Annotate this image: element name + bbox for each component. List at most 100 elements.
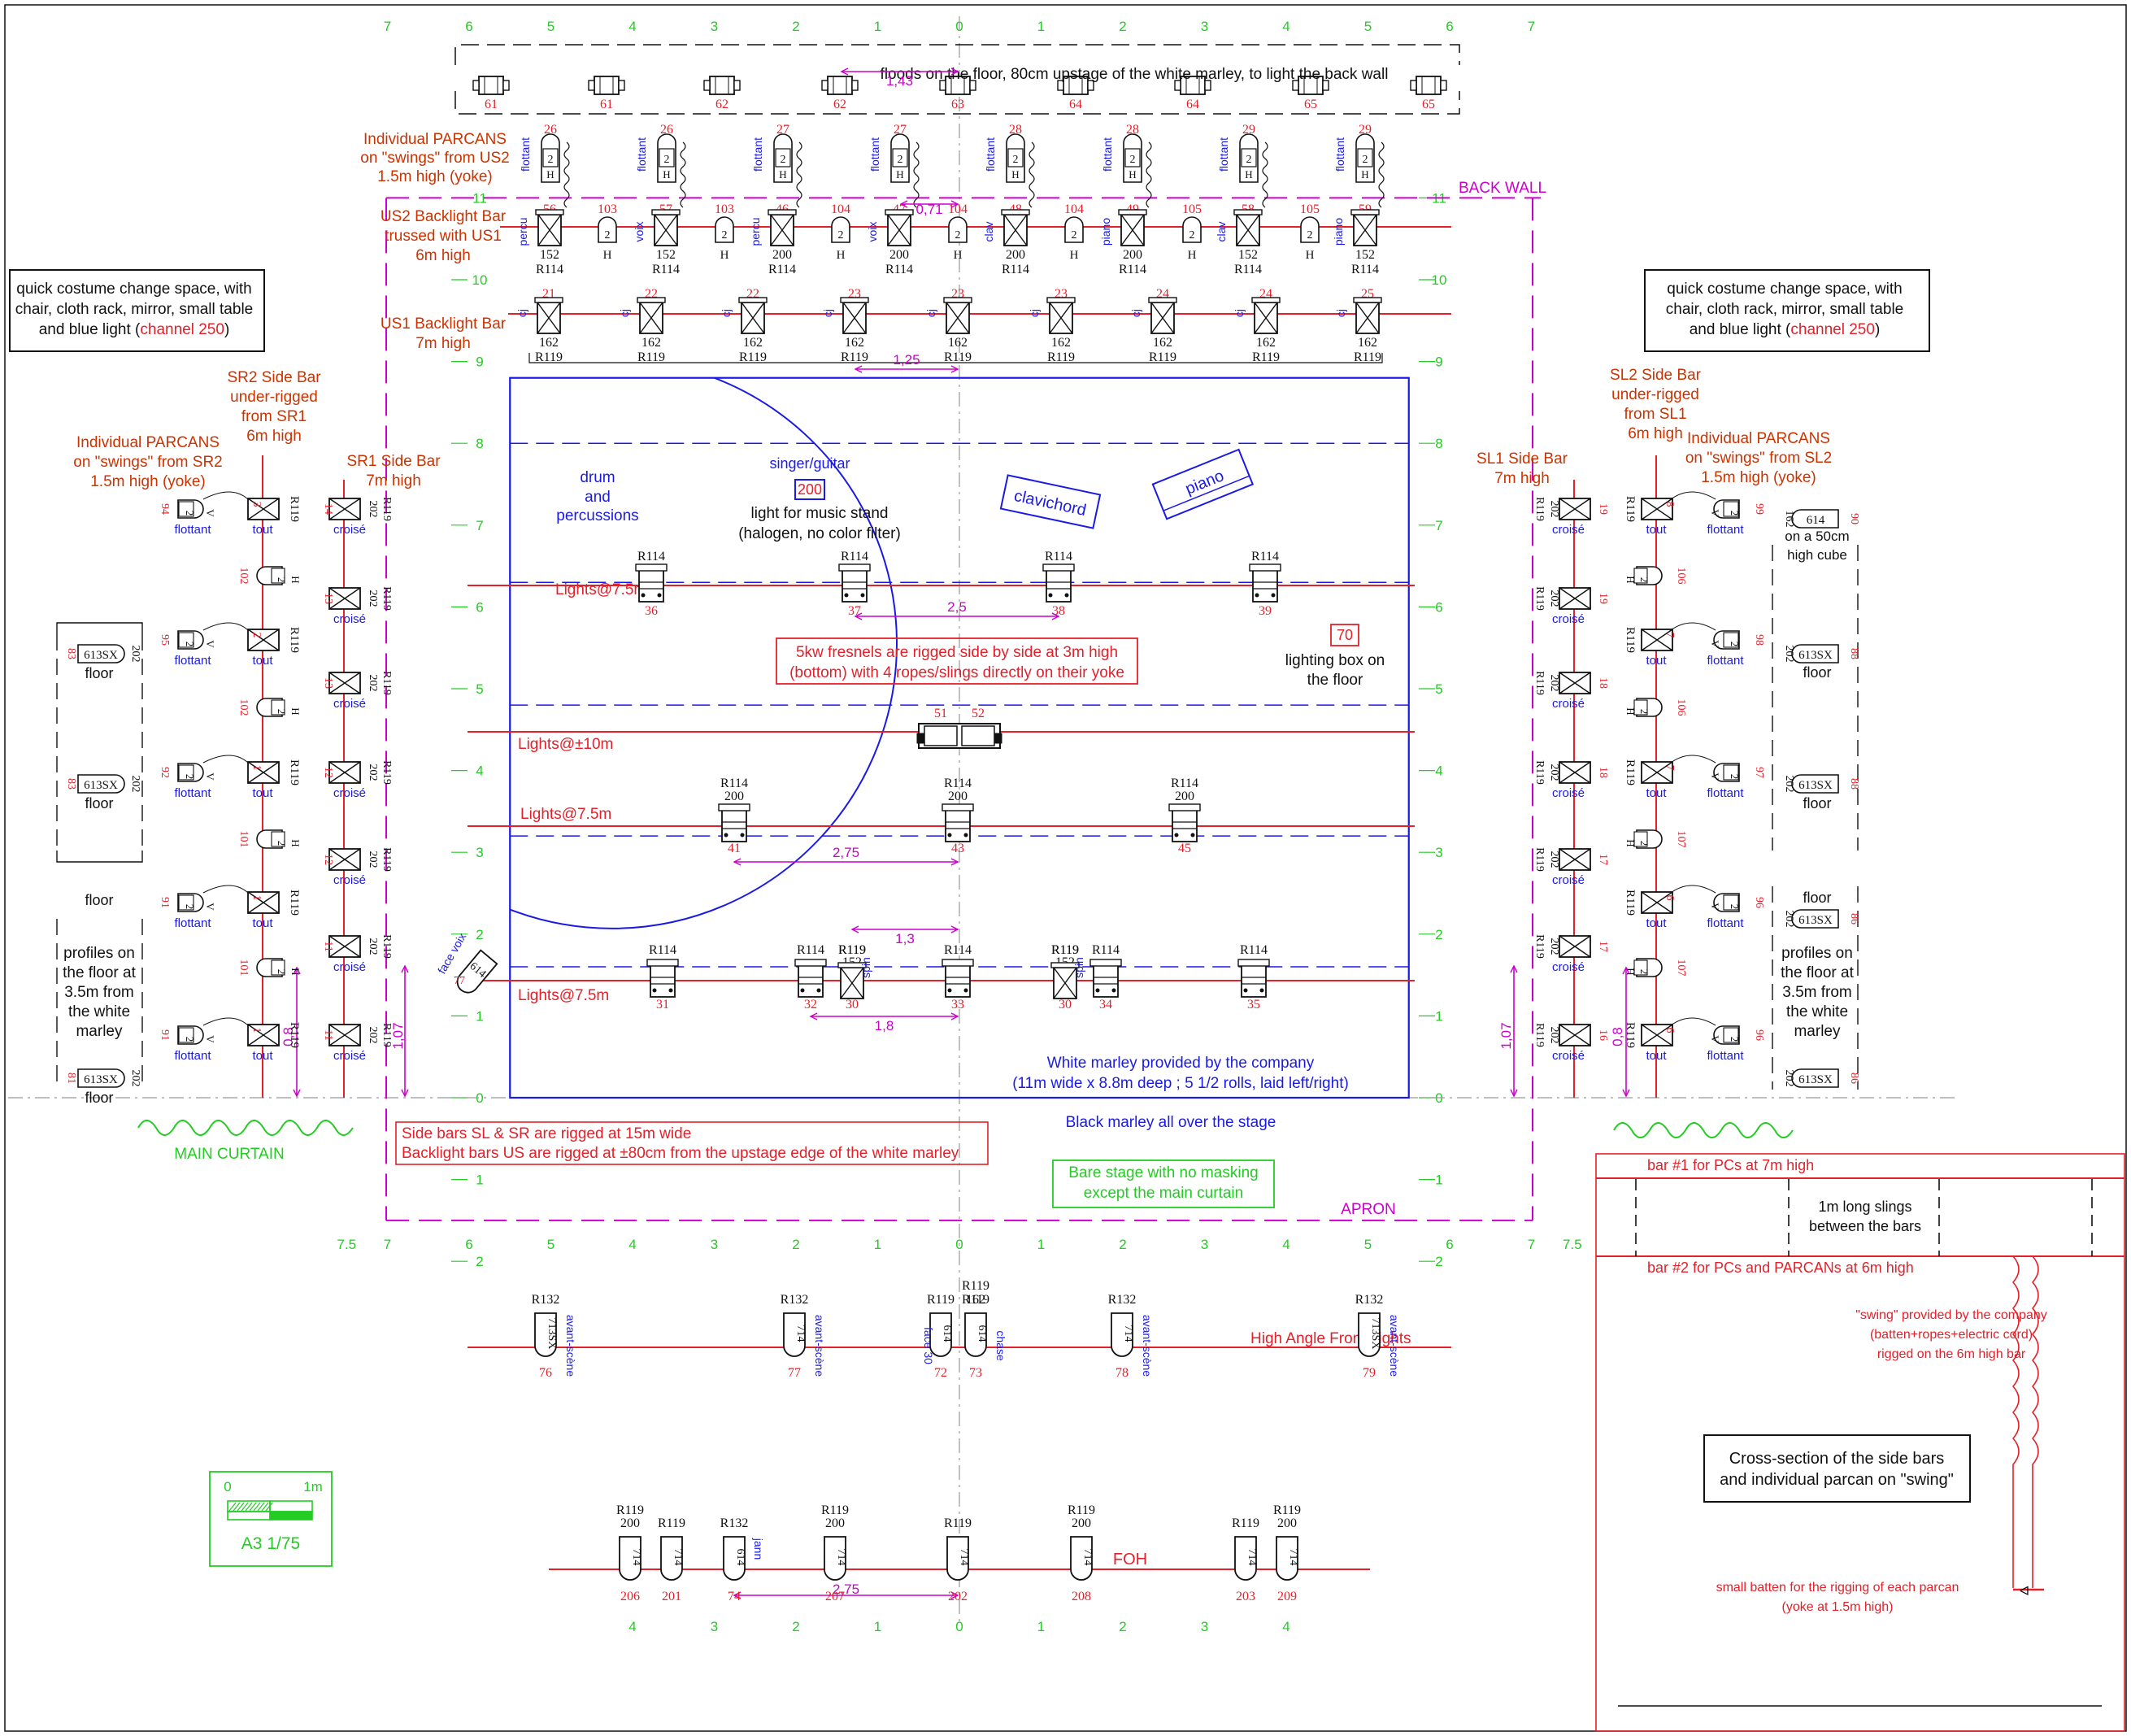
swing-channel: 95 bbox=[159, 634, 171, 646]
swing-rope bbox=[1262, 141, 1268, 208]
par-h: H bbox=[289, 968, 302, 975]
individual-parcans-us2-label: Individual PARCANS bbox=[363, 131, 507, 148]
pc-lens bbox=[651, 209, 681, 215]
floor-size: 202 bbox=[1783, 911, 1795, 928]
us2-par-h: H bbox=[1188, 249, 1197, 262]
flood-cap bbox=[1174, 80, 1181, 91]
flood-cap bbox=[1087, 80, 1094, 91]
us2-par-size: 2 bbox=[1307, 229, 1313, 241]
sr1-colour: R119 bbox=[381, 671, 393, 695]
flottant-tag: flottant bbox=[1707, 916, 1744, 930]
scale-1m: 1m bbox=[303, 1479, 323, 1495]
sr1-label: SR1 Side Bar bbox=[346, 453, 441, 470]
fresnel-dot bbox=[668, 988, 673, 993]
flood-cap bbox=[1292, 80, 1299, 91]
left-grid-number: 2 bbox=[476, 927, 483, 942]
croise-tag: croisé bbox=[333, 786, 366, 800]
profile-fixture bbox=[946, 1536, 969, 1581]
tout-tag: tout bbox=[1646, 654, 1667, 668]
sl2-colour: R119 bbox=[1624, 1022, 1637, 1048]
dimension-label: 1,43 bbox=[886, 73, 913, 89]
arrow-head bbox=[1510, 1089, 1518, 1098]
pc-lens bbox=[1233, 209, 1263, 215]
swing-channel: 29 bbox=[1359, 123, 1372, 137]
cs-slings-label: between the bars bbox=[1809, 1218, 1921, 1234]
curtain-wave bbox=[137, 1120, 354, 1136]
top-grid-number: 3 bbox=[1201, 19, 1208, 34]
right-grid-number: 8 bbox=[1435, 436, 1442, 451]
floor-profile bbox=[77, 644, 125, 664]
us2-bar-label: 6m high bbox=[415, 247, 471, 264]
us1-size: 162 bbox=[1153, 336, 1172, 350]
us2-pc-size: 200 bbox=[1123, 248, 1142, 262]
foh-type: 714 bbox=[958, 1549, 970, 1566]
flood-cap bbox=[733, 80, 741, 91]
side-pc-cross bbox=[328, 587, 361, 610]
arrow-head bbox=[950, 200, 959, 208]
flood-channel: 62 bbox=[715, 98, 728, 111]
side-pc-cross bbox=[328, 848, 361, 871]
sl2-colour: R119 bbox=[1624, 759, 1637, 785]
foh-colour: R119 bbox=[1068, 1503, 1095, 1517]
swing-box bbox=[892, 148, 908, 168]
us2-par-channel: 104 bbox=[1064, 202, 1084, 216]
stage-fixture-colour: R119 bbox=[1051, 943, 1079, 957]
sr1-channel: 14 bbox=[322, 503, 334, 515]
main-curtain: MAIN CURTAIN bbox=[137, 1120, 1794, 1163]
us2-par-h: H bbox=[720, 249, 729, 262]
flood-body bbox=[478, 76, 504, 95]
ha-size: 162 bbox=[966, 1293, 985, 1307]
sr1-size: 202 bbox=[367, 851, 379, 868]
right-grid-number: 5 bbox=[1435, 681, 1442, 697]
left-grid-number: 0 bbox=[476, 1090, 483, 1106]
swing-rope bbox=[202, 755, 249, 764]
us1-colour: R119 bbox=[739, 350, 767, 364]
tout-tag: tout bbox=[1646, 786, 1667, 800]
arrow-head bbox=[293, 1089, 301, 1098]
profile-fixture bbox=[824, 1536, 846, 1581]
fresnel-dot bbox=[1255, 593, 1259, 598]
scale-bar bbox=[269, 1500, 313, 1512]
dimension-label: 0,71 bbox=[915, 202, 942, 217]
fresnel-lens bbox=[1042, 563, 1075, 572]
flood-cap bbox=[939, 80, 946, 91]
top-grid-number: 3 bbox=[711, 19, 718, 34]
quick-change-part: ) bbox=[1875, 321, 1880, 338]
flood-cap bbox=[1204, 80, 1211, 91]
scale-hatch bbox=[237, 1502, 245, 1512]
sl2-label: from SL1 bbox=[1624, 406, 1686, 423]
flood-cap bbox=[851, 80, 859, 91]
croise-tag: croisé bbox=[1552, 786, 1585, 800]
foh-channel: 206 bbox=[620, 1590, 640, 1603]
sr2-channel: 101 bbox=[237, 959, 250, 977]
individual-parcans-sl2-label: on "swings" from SL2 bbox=[1685, 450, 1832, 467]
swing-box bbox=[178, 501, 194, 517]
music-stand-label: (halogen, no color filter) bbox=[738, 525, 901, 542]
black-marley-label: Black marley all over the stage bbox=[1066, 1114, 1276, 1131]
swing-box bbox=[659, 148, 675, 168]
ha-colour: R132 bbox=[532, 1293, 560, 1307]
scale-hatch bbox=[265, 1502, 273, 1512]
swing-channel: 91 bbox=[159, 1029, 171, 1041]
par-box bbox=[1633, 959, 1648, 976]
swing-h: H bbox=[896, 168, 903, 181]
foh-type: 714 bbox=[1246, 1549, 1258, 1566]
flood-cap bbox=[588, 80, 595, 91]
profiles-label: marley bbox=[1794, 1023, 1841, 1040]
stage-fixture-colour: R119 bbox=[838, 943, 866, 957]
scale-bar bbox=[227, 1511, 271, 1521]
sl1-colour: R119 bbox=[1533, 586, 1546, 611]
floor-profile-type: 613SX bbox=[1798, 779, 1833, 792]
top-grid-number: 4 bbox=[1282, 19, 1289, 34]
sr1-colour: R119 bbox=[381, 760, 393, 785]
par-h: H bbox=[1624, 576, 1637, 583]
us2-par-size: 2 bbox=[955, 229, 961, 241]
us2-pc-tag: voix bbox=[633, 222, 646, 242]
flottant-tag: flottant bbox=[174, 1049, 211, 1063]
stage-fixture-colour: R119 bbox=[1051, 943, 1079, 957]
swing-size: 2 bbox=[1729, 511, 1741, 516]
sr2-channel: 101 bbox=[237, 831, 250, 848]
floor-profile-type: 613SX bbox=[84, 779, 118, 792]
